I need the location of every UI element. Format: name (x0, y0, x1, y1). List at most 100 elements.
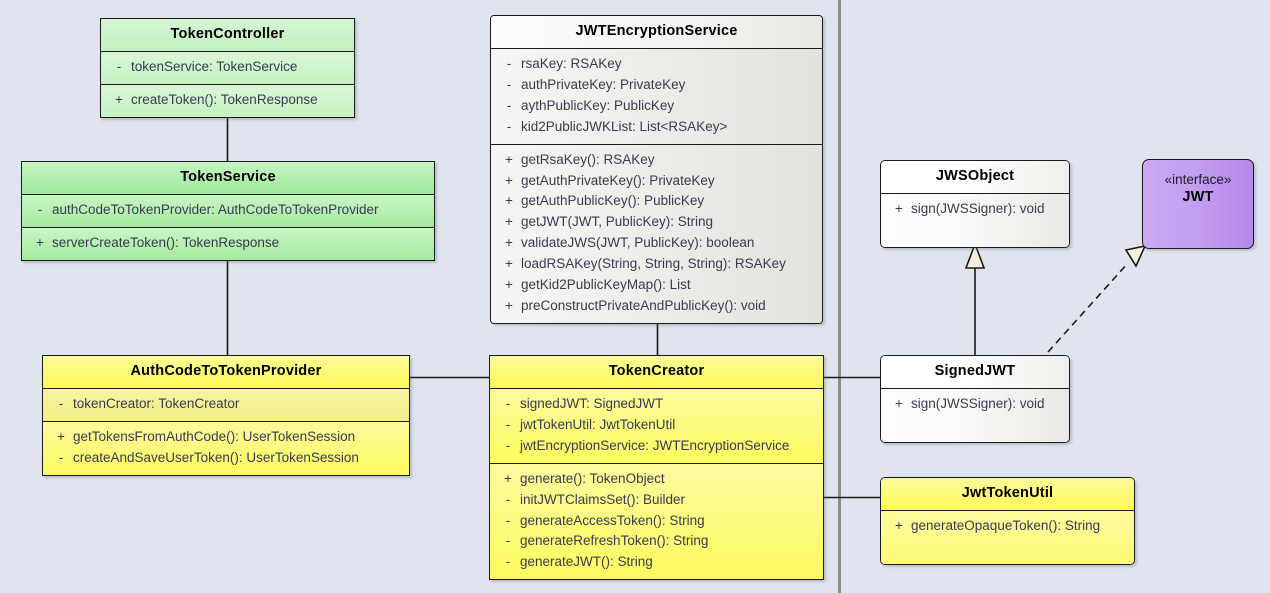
visibility-marker: - (37, 201, 43, 217)
methods-compartment: + generateOpaqueToken(): String (881, 509, 1134, 564)
class-box-tokencontroller[interactable]: TokenController - tokenService: TokenSer… (100, 18, 355, 118)
class-box-jwttokenutil[interactable]: JwtTokenUtil + generateOpaqueToken(): St… (880, 477, 1135, 565)
attributes-compartment: - authCodeToTokenProvider: AuthCodeToTok… (22, 193, 434, 227)
attribute-row: - aythPublicKey: PublicKey (491, 96, 822, 117)
visibility-marker: - (505, 416, 511, 432)
member-text: createToken(): TokenResponse (131, 91, 318, 107)
page-divider (838, 0, 841, 593)
member-text: generateJWT(): String (520, 554, 653, 570)
attribute-row: - jwtTokenUtil: JwtTokenUtil (490, 415, 823, 436)
member-text: serverCreateToken(): TokenResponse (52, 234, 280, 250)
method-row: + sign(JWSSigner): void (881, 199, 1069, 220)
visibility-marker: + (505, 277, 513, 293)
member-text: getTokensFromAuthCode(): UserTokenSessio… (73, 428, 356, 444)
visibility-marker: - (505, 533, 511, 549)
attributes-compartment: - signedJWT: SignedJWT - jwtTokenUtil: J… (490, 387, 823, 463)
method-row: + validateJWS(JWT, PublicKey): boolean (491, 233, 822, 254)
method-row: + createToken(): TokenResponse (101, 90, 354, 111)
visibility-marker: + (505, 214, 513, 230)
method-row: + loadRSAKey(String, String, String): RS… (491, 254, 822, 275)
attributes-compartment: - tokenCreator: TokenCreator (43, 387, 409, 421)
class-name: JWTEncryptionService (491, 16, 822, 48)
attribute-row: - kid2PublicJWKList: List<RSAKey> (491, 117, 822, 138)
visibility-marker: + (505, 151, 513, 167)
visibility-marker: + (505, 298, 513, 314)
member-text: createAndSaveUserToken(): UserTokenSessi… (73, 449, 359, 465)
method-row: + getRsaKey(): RSAKey (491, 150, 822, 171)
methods-compartment: + serverCreateToken(): TokenResponse (22, 226, 434, 260)
attribute-row: - authPrivateKey: PrivateKey (491, 75, 822, 96)
class-name: JwtTokenUtil (881, 478, 1134, 510)
class-box-jwtencryptionservice[interactable]: JWTEncryptionService - rsaKey: RSAKey - … (490, 15, 823, 324)
method-row: - initJWTClaimsSet(): Builder (490, 490, 823, 511)
attribute-row: - tokenService: TokenService (101, 57, 354, 78)
visibility-marker: - (506, 97, 512, 113)
class-box-jwsobject[interactable]: JWSObject + sign(JWSSigner): void (880, 160, 1070, 248)
visibility-marker: + (505, 256, 513, 272)
member-text: getJWT(JWT, PublicKey): String (521, 214, 714, 230)
visibility-marker: - (506, 55, 512, 71)
visibility-marker: + (36, 234, 44, 250)
visibility-marker: - (116, 58, 122, 74)
class-box-tokenservice[interactable]: TokenService - authCodeToTokenProvider: … (21, 161, 435, 261)
class-name: JWSObject (881, 161, 1069, 193)
methods-compartment: + sign(JWSSigner): void (881, 387, 1069, 442)
member-text: sign(JWSSigner): void (911, 395, 1045, 411)
attributes-compartment: - rsaKey: RSAKey - authPrivateKey: Priva… (491, 47, 822, 144)
member-text: authCodeToTokenProvider: AuthCodeToToken… (52, 201, 379, 217)
methods-compartment: + sign(JWSSigner): void (881, 192, 1069, 247)
class-name: TokenService (22, 162, 434, 194)
method-row: + generateOpaqueToken(): String (881, 516, 1134, 537)
attribute-row: - rsaKey: RSAKey (491, 54, 822, 75)
visibility-marker: + (115, 91, 123, 107)
member-text: tokenCreator: TokenCreator (73, 395, 240, 411)
class-box-tokencreator[interactable]: TokenCreator - signedJWT: SignedJWT - jw… (489, 355, 824, 581)
method-row: - generateJWT(): String (490, 552, 823, 573)
member-text: sign(JWSSigner): void (911, 200, 1045, 216)
member-text: aythPublicKey: PublicKey (521, 97, 675, 113)
class-name: TokenController (101, 19, 354, 51)
method-row: + serverCreateToken(): TokenResponse (22, 233, 434, 254)
visibility-marker: - (505, 395, 511, 411)
attribute-row: - jwtEncryptionService: JWTEncryptionSer… (490, 436, 823, 457)
method-row: + getAuthPublicKey(): PublicKey (491, 191, 822, 212)
member-text: authPrivateKey: PrivateKey (521, 76, 686, 92)
visibility-marker: + (895, 517, 903, 533)
class-box-jwt-interface[interactable]: «interface» JWT (1142, 159, 1254, 249)
member-text: rsaKey: RSAKey (521, 55, 622, 71)
stereotype-label: «interface» (1164, 172, 1232, 187)
visibility-marker: + (895, 395, 903, 411)
visibility-marker: + (57, 428, 65, 444)
visibility-marker: - (58, 449, 64, 465)
member-text: getAuthPrivateKey(): PrivateKey (521, 172, 715, 188)
class-box-signedjwt[interactable]: SignedJWT + sign(JWSSigner): void (880, 355, 1070, 443)
visibility-marker: - (58, 395, 64, 411)
class-box-authcodetotokenprovider[interactable]: AuthCodeToTokenProvider - tokenCreator: … (42, 355, 410, 476)
class-name: AuthCodeToTokenProvider (43, 356, 409, 388)
class-name: TokenCreator (490, 356, 823, 388)
member-text: generate(): TokenObject (520, 470, 665, 486)
attribute-row: - authCodeToTokenProvider: AuthCodeToTok… (22, 200, 434, 221)
methods-compartment: + generate(): TokenObject - initJWTClaim… (490, 462, 823, 580)
member-text: getKid2PublicKeyMap(): List (521, 277, 691, 293)
visibility-marker: + (505, 193, 513, 209)
attributes-compartment: - tokenService: TokenService (101, 50, 354, 84)
member-text: generateAccessToken(): String (520, 512, 705, 528)
realization-arrowhead (1124, 244, 1147, 268)
member-text: validateJWS(JWT, PublicKey): boolean (521, 235, 755, 251)
member-text: generateOpaqueToken(): String (911, 517, 1101, 533)
visibility-marker: + (505, 172, 513, 188)
method-row: + getKid2PublicKeyMap(): List (491, 275, 822, 296)
attribute-row: - signedJWT: SignedJWT (490, 394, 823, 415)
class-name: JWT (1182, 188, 1214, 205)
member-text: jwtEncryptionService: JWTEncryptionServi… (520, 437, 790, 453)
member-text: getAuthPublicKey(): PublicKey (521, 193, 705, 209)
visibility-marker: + (895, 200, 903, 216)
member-text: getRsaKey(): RSAKey (521, 151, 655, 167)
visibility-marker: - (505, 512, 511, 528)
member-text: generateRefreshToken(): String (520, 533, 709, 549)
method-row: - generateRefreshToken(): String (490, 531, 823, 552)
method-row: + getAuthPrivateKey(): PrivateKey (491, 171, 822, 192)
visibility-marker: + (505, 235, 513, 251)
